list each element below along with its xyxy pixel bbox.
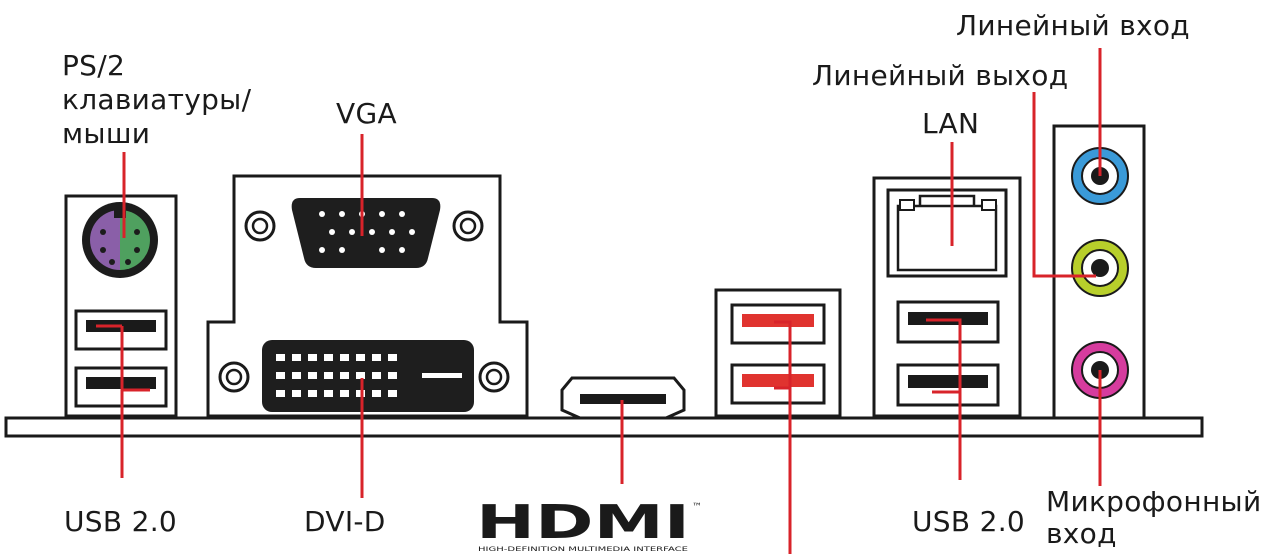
ps2-label-line3: мыши	[62, 117, 151, 150]
leader-usb3	[774, 320, 792, 554]
vga-screw-right	[452, 210, 484, 242]
lan-usb-stack	[872, 176, 1022, 418]
vga-screw-left	[244, 210, 276, 242]
ps2-label-line2: клавиатуры/	[62, 83, 252, 116]
mic-label-line1: Микрофонный	[1046, 485, 1262, 518]
mic-label-line2: вход	[1046, 517, 1117, 550]
ps2-label-line1: PS/2	[62, 49, 126, 82]
line-out-label: Линейный выход	[812, 59, 1069, 92]
usb3-port-top	[730, 303, 826, 345]
line-out-jack	[1071, 239, 1129, 297]
lan-port	[886, 188, 1008, 278]
lan-label: LAN	[922, 107, 980, 140]
dvi-port	[218, 340, 510, 412]
usb-port-right-top	[896, 300, 1000, 344]
hdmi-logo: HDMI ™ HIGH-DEFINITION MULTIMEDIA INTERF…	[474, 495, 714, 554]
vga-dvi-block	[206, 174, 529, 418]
hdmi-logo-tm: ™	[692, 502, 702, 513]
vga-label: VGA	[336, 97, 397, 130]
vga-port	[244, 198, 484, 268]
io-shield-plate	[4, 416, 1204, 438]
ps2-port	[82, 202, 158, 278]
hdmi-logo-tagline: HIGH-DEFINITION MULTIMEDIA INTERFACE	[478, 546, 688, 553]
dvi-screw-left	[218, 361, 250, 393]
usb3-port-bottom	[730, 363, 826, 405]
usb20-right-label: USB 2.0	[912, 505, 1026, 538]
dvi-screw-right	[478, 361, 510, 393]
leader-line-out	[1032, 92, 1096, 278]
hdmi-port	[560, 376, 686, 420]
hdmi-logo-wordmark: HDMI	[476, 496, 690, 549]
usb3-stack	[714, 288, 842, 418]
dvi-label: DVI-D	[304, 505, 386, 538]
leader-lines	[96, 48, 1102, 554]
usb20-left-label: USB 2.0	[64, 505, 178, 538]
leader-usb-right	[926, 318, 962, 480]
usb-port-right-bottom	[896, 363, 1000, 407]
line-in-label: Линейный вход	[956, 9, 1190, 42]
